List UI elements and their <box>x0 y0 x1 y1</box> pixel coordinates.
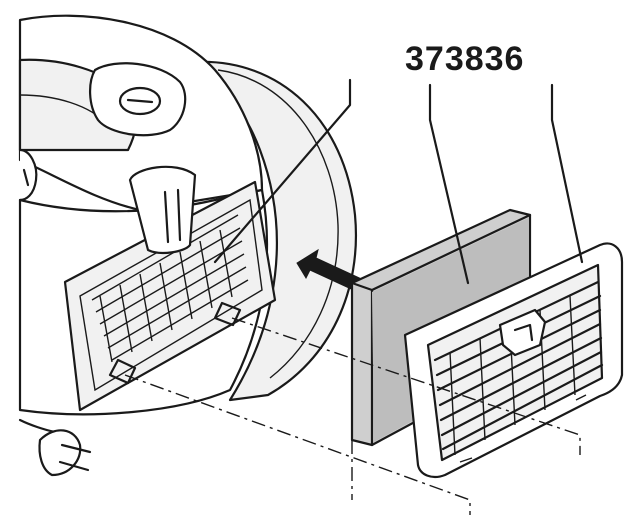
vacuum-body <box>18 14 357 434</box>
filter-grille-frame <box>403 242 624 479</box>
power-plug <box>38 429 92 477</box>
part-number-label: 373836 <box>405 40 525 78</box>
alignment-dashes <box>124 317 581 515</box>
leader-lines <box>213 78 584 285</box>
exhaust-grille-panel <box>91 214 249 363</box>
